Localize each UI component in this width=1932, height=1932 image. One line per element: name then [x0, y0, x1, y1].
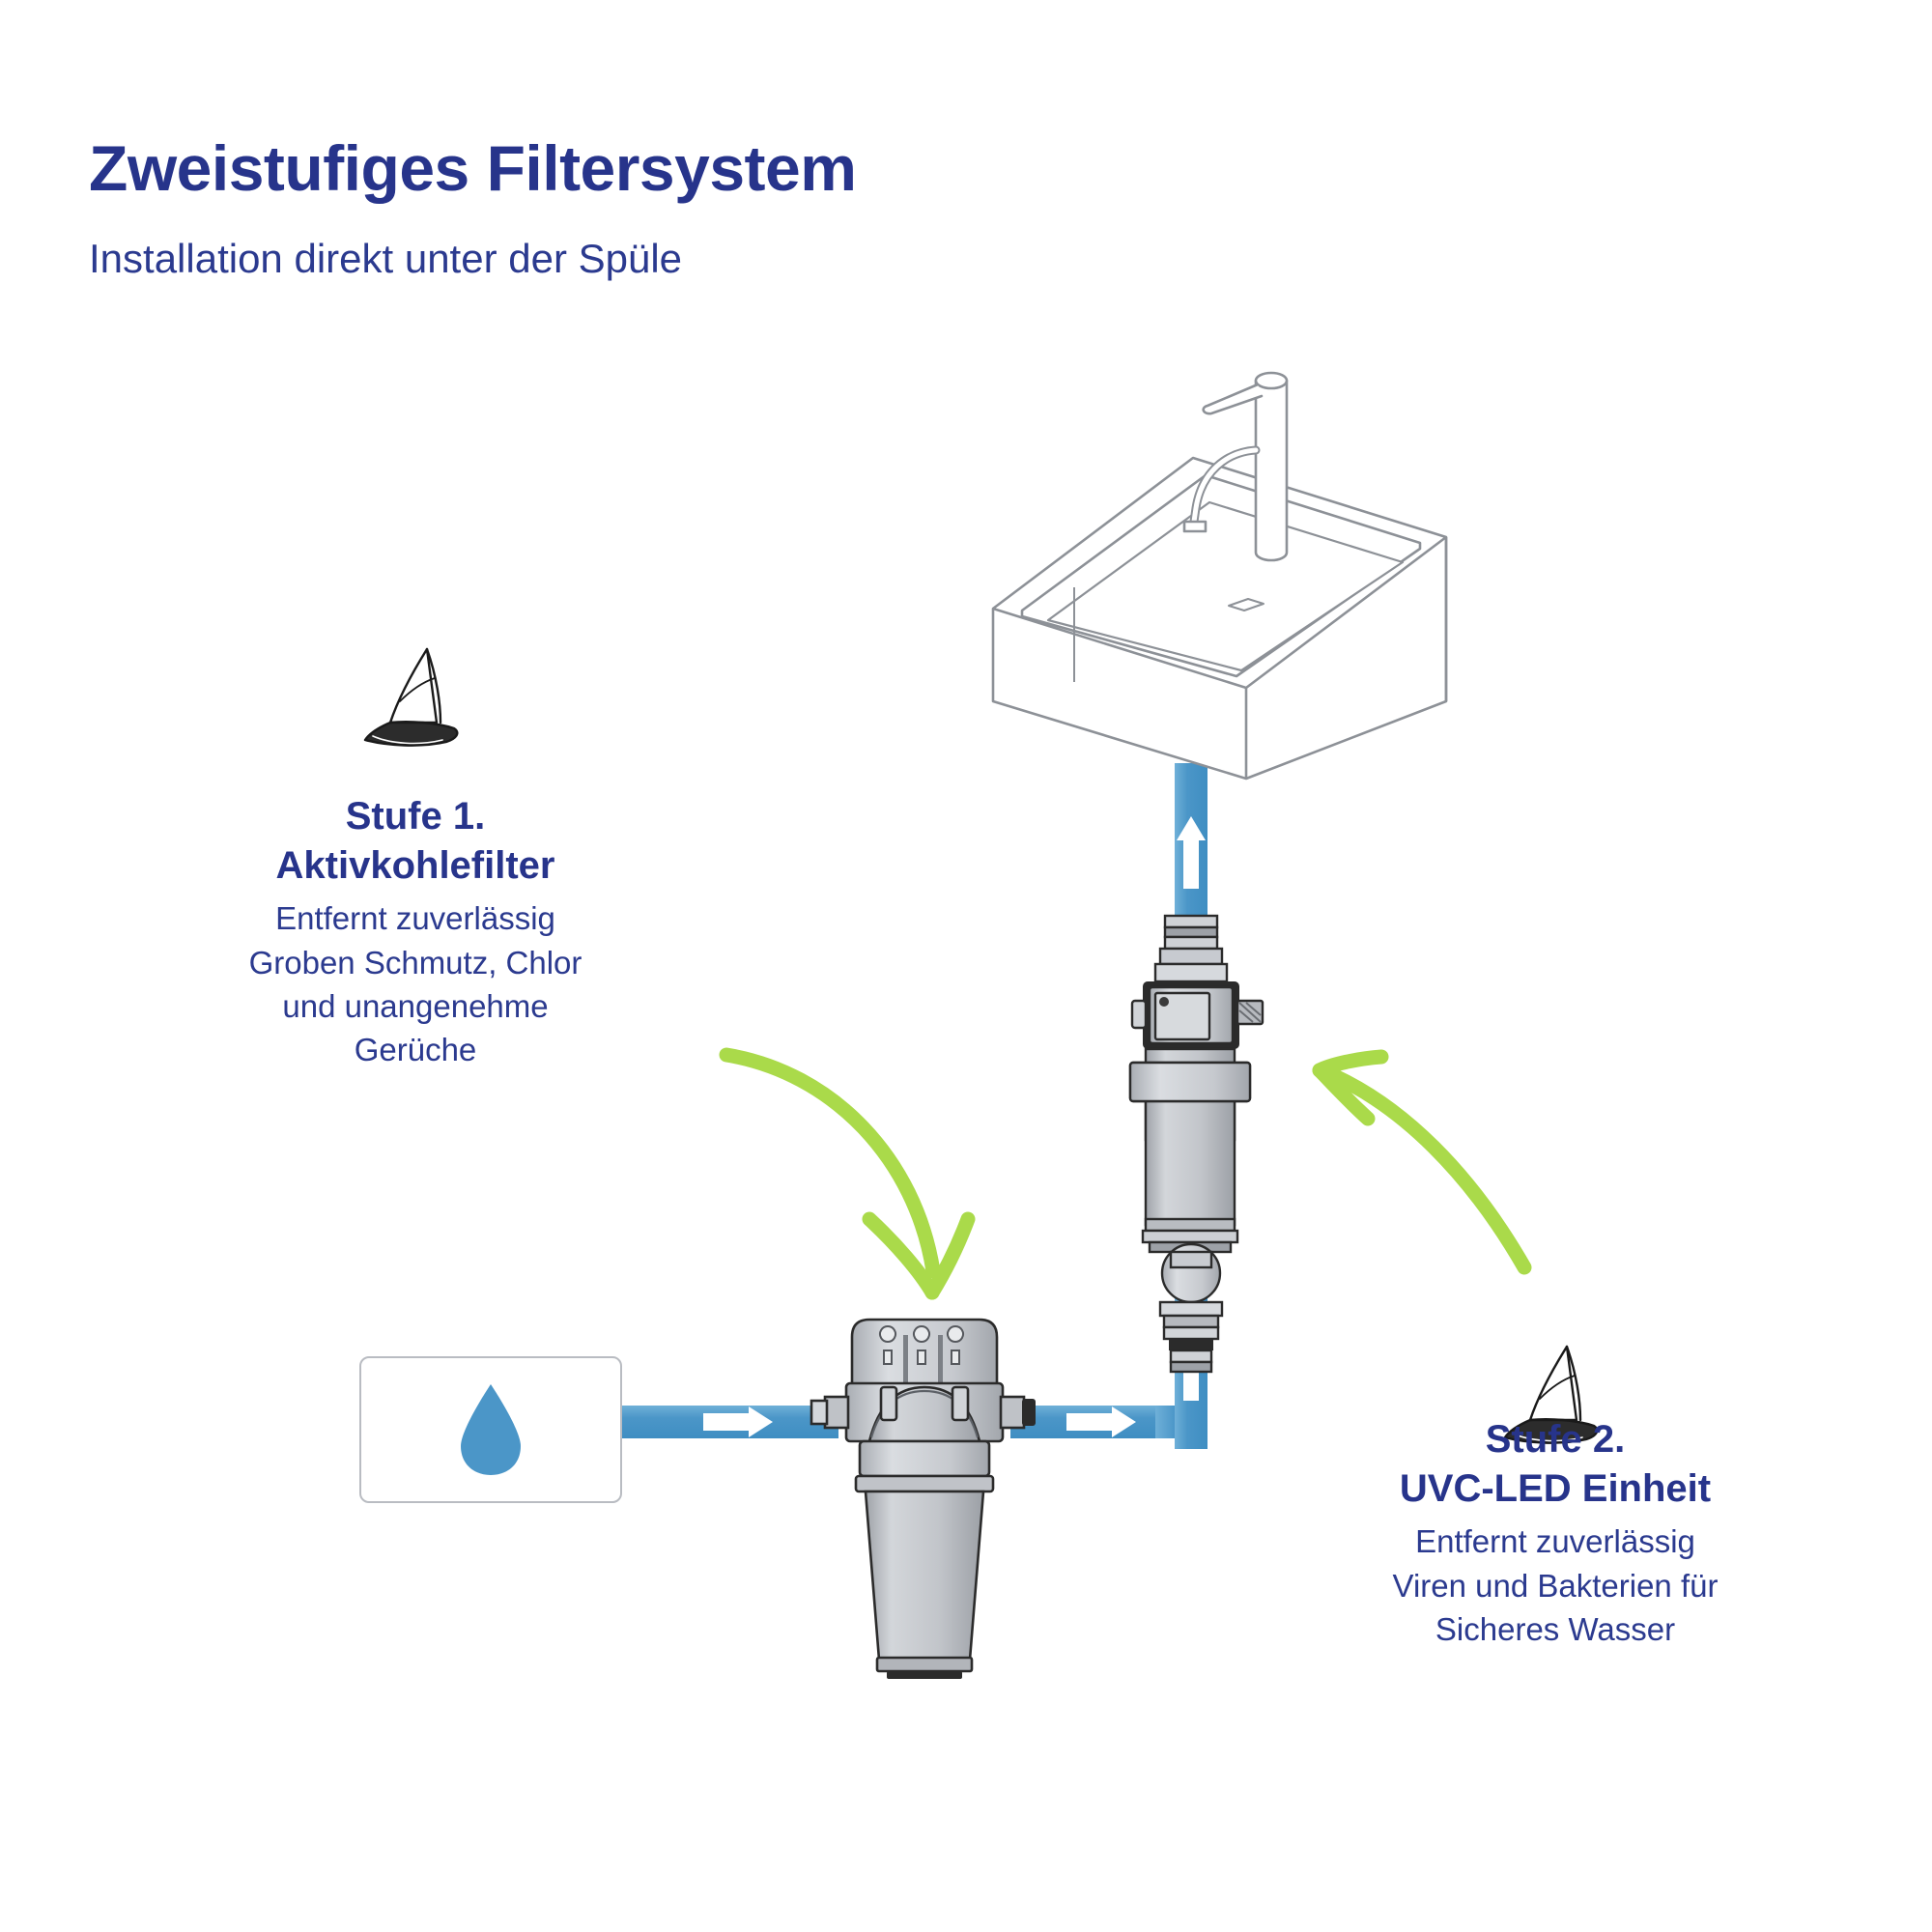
stage-2-heading: Stufe 2. UVC-LED Einheit — [1399, 1418, 1712, 1511]
carbon-filter-housing — [810, 1318, 1036, 1679]
water-drop-icon — [461, 1384, 521, 1475]
flow-arrow-riser — [1177, 1338, 1206, 1401]
flow-arrow-inlet — [703, 1406, 773, 1437]
page-subtitle: Installation direkt unter der Spüle — [89, 236, 683, 282]
callout-arrow-stage-2 — [1312, 1049, 1532, 1275]
sailboat-icon-stage-1 — [363, 647, 459, 747]
water-drop-wrapper — [361, 1358, 620, 1501]
stage-2-callout: Stufe 2. UVC-LED Einheit Entfernt zuverl… — [1285, 1415, 1826, 1651]
flow-arrow-to-sink — [1177, 816, 1206, 889]
stage-1-body: Entfernt zuverlässig Groben Schmutz, Chl… — [248, 900, 582, 1067]
sink-basin — [991, 456, 1448, 781]
stage-1-callout: Stufe 1. Aktivkohlefilter Entfernt zuver… — [193, 792, 638, 1071]
page-header: Zweistufiges Filtersystem Installation d… — [89, 132, 1345, 282]
flow-arrow-outlet — [1066, 1406, 1136, 1437]
stage-2-body: Entfernt zuverlässig Viren und Bakterien… — [1392, 1523, 1719, 1647]
stage-1-heading: Stufe 1. Aktivkohlefilter — [275, 795, 555, 888]
uvc-led-unit — [1128, 914, 1264, 1374]
water-source-box — [359, 1356, 622, 1503]
page-title: Zweistufiges Filtersystem — [89, 132, 857, 204]
faucet-icon — [1182, 371, 1289, 562]
pipe-network — [618, 763, 1208, 1449]
callout-arrow-stage-1 — [719, 1047, 976, 1300]
